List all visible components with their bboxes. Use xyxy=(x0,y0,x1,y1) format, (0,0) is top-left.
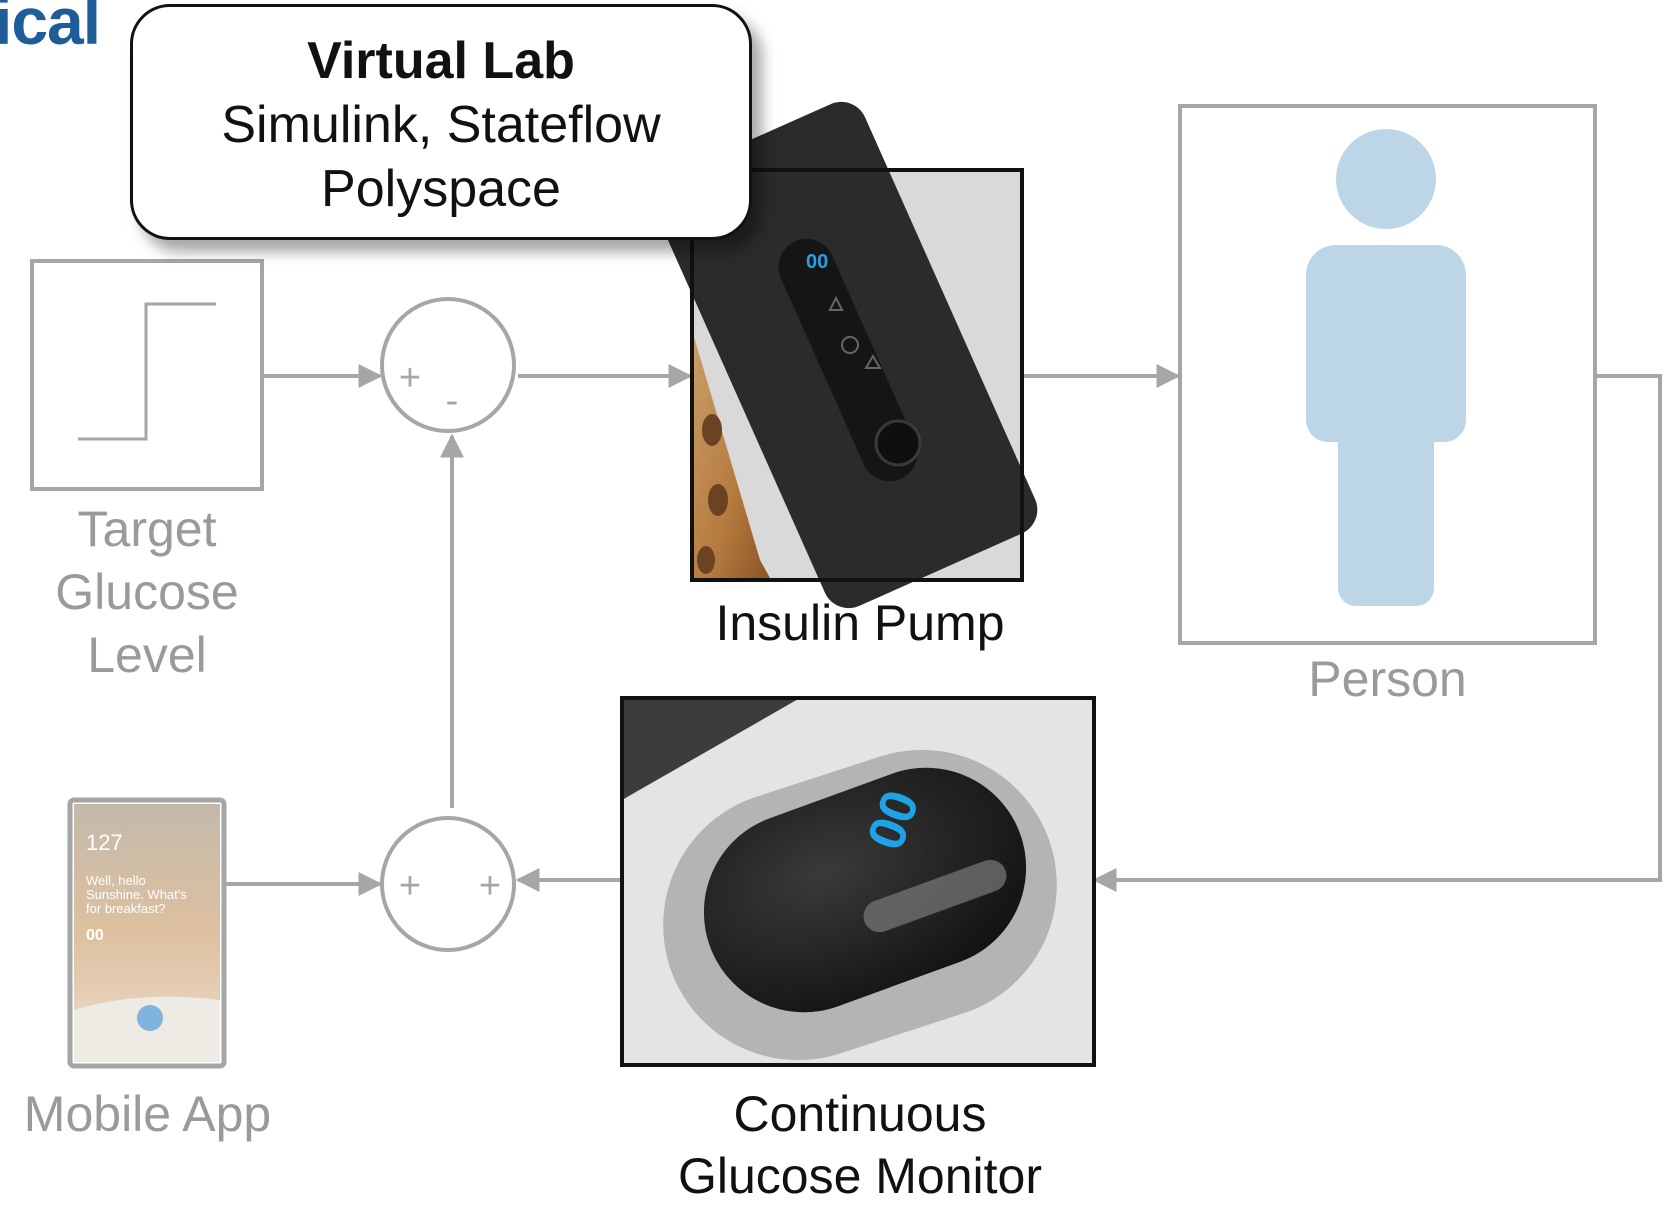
cgm-label-line-1: Continuous xyxy=(733,1086,987,1142)
callout-title: Virtual Lab xyxy=(307,32,575,90)
virtual-lab-callout: Virtual Lab Simulink, Stateflow Polyspac… xyxy=(130,4,752,240)
person-icon xyxy=(1306,129,1466,606)
arrow-person-to-cgm xyxy=(1092,374,1662,892)
target-glucose-label: Target Glucose Level xyxy=(22,498,272,687)
target-label-line-1: Target xyxy=(77,501,217,557)
pump-display-logo: 00 xyxy=(806,251,828,273)
app-greeting-line-1: Well, hello xyxy=(86,873,146,888)
slide-title-fragment: ical xyxy=(0,0,101,58)
connectors xyxy=(226,364,1662,896)
sum-bottom-plus-left: + xyxy=(399,865,421,907)
cgm-label: Continuous Glucose Monitor xyxy=(600,1083,1120,1207)
mobile-app-label: Mobile App xyxy=(23,1086,272,1142)
app-greeting-line-3: for breakfast? xyxy=(86,901,166,916)
step-signal-icon xyxy=(78,302,216,441)
target-glucose-block xyxy=(30,259,264,491)
insulin-pump-image: 00 xyxy=(652,101,1038,609)
sum-bottom-plus-right: + xyxy=(479,865,501,907)
sum-junction-bottom: + + xyxy=(380,816,516,952)
person-block xyxy=(1178,104,1597,645)
sum-top-minus-sign: - xyxy=(446,380,459,422)
callout-line-2: Simulink, Stateflow xyxy=(221,96,661,154)
person-label: Person xyxy=(1308,651,1467,707)
cgm-label-line-2: Glucose Monitor xyxy=(677,1148,1043,1204)
sum-top-plus-sign: + xyxy=(399,357,421,399)
cgm-image: 00 xyxy=(620,696,1096,1067)
target-label-line-3: Level xyxy=(87,627,207,683)
callout-line-3: Polyspace xyxy=(321,160,561,218)
target-label-line-2: Glucose xyxy=(55,564,239,620)
mobile-app-image: 127 Well, hello Sunshine. What's for bre… xyxy=(67,797,227,1069)
app-glucose-reading: 127 xyxy=(86,830,123,855)
insulin-pump-label: Insulin Pump xyxy=(715,595,1005,651)
app-logo: 00 xyxy=(86,927,104,944)
app-greeting-line-2: Sunshine. What's xyxy=(86,887,187,902)
sum-junction-top: + - xyxy=(380,297,516,433)
